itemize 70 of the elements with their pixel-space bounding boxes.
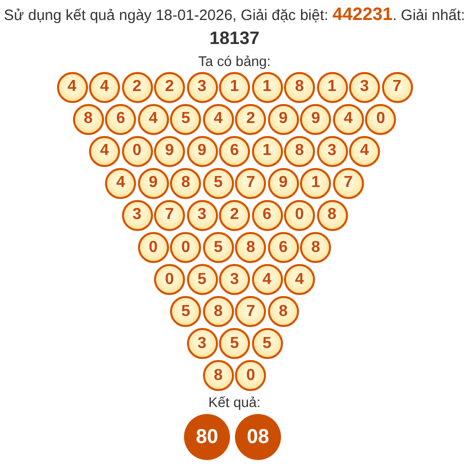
number-ball: 3 (186, 200, 218, 231)
number-ball: 7 (154, 200, 185, 231)
number-ball: 9 (268, 168, 299, 199)
number-ball: 2 (235, 104, 266, 135)
number-ball: 8 (235, 232, 266, 263)
number-ball: 8 (202, 360, 234, 392)
number-ball: 2 (154, 72, 185, 102)
number-ball: 4 (89, 72, 120, 102)
result-heading: Kết quả: (208, 394, 261, 411)
number-ball: 4 (138, 104, 169, 135)
table-caption: Ta có bảng: (198, 53, 271, 70)
number-ball: 1 (316, 72, 348, 102)
number-ball: 4 (332, 104, 364, 135)
number-ball: 3 (316, 136, 348, 167)
number-ball: 4 (349, 136, 380, 167)
number-ball: 6 (219, 136, 250, 167)
number-ball: 0 (122, 136, 152, 167)
result-ball: 08 (235, 414, 281, 460)
number-ball: 7 (235, 296, 266, 328)
number-ball: 9 (268, 104, 299, 135)
number-ball: 6 (268, 232, 299, 263)
number-ball: 8 (284, 72, 315, 102)
result-ball: 80 (184, 414, 230, 460)
number-ball: 4 (202, 104, 234, 135)
number-ball: 3 (186, 72, 218, 102)
number-ball: 2 (219, 200, 250, 231)
number-ball: 7 (332, 168, 364, 199)
number-ball: 5 (186, 264, 218, 296)
number-ball: 0 (170, 232, 202, 263)
number-ball: 3 (219, 264, 250, 296)
number-ball: 4 (56, 72, 88, 102)
number-ball: 5 (219, 328, 250, 360)
number-ball: 1 (300, 168, 332, 199)
number-ball: 0 (235, 360, 266, 392)
number-ball: 5 (170, 104, 202, 135)
number-ball: 9 (186, 136, 218, 167)
number-ball: 1 (252, 136, 282, 167)
number-ball: 5 (170, 296, 202, 328)
number-ball: 1 (219, 72, 250, 102)
number-ball: 6 (105, 104, 136, 135)
number-ball: 7 (235, 168, 266, 199)
number-ball: 5 (202, 168, 234, 199)
number-ball: 3 (186, 328, 218, 360)
number-ball: 5 (202, 232, 234, 263)
number-ball: 8 (316, 200, 348, 231)
number-ball: 8 (268, 296, 299, 328)
number-ball: 9 (154, 136, 185, 167)
number-ball: 5 (252, 328, 282, 360)
number-ball: 8 (300, 232, 332, 263)
number-ball: 3 (122, 200, 152, 231)
number-ball: 4 (252, 264, 282, 296)
number-ball: 7 (382, 72, 412, 102)
heading: Sử dụng kết quả ngày 18-01-2026, Giải đặc biệt: 442231. Giải nhất: 18137 (2, 3, 466, 50)
number-ball: 0 (154, 264, 185, 296)
number-ball: 2 (122, 72, 152, 102)
number-ball: 8 (284, 136, 315, 167)
number-ball: 0 (138, 232, 169, 263)
number-ball: 8 (72, 104, 104, 135)
number-ball: 1 (252, 72, 282, 102)
number-ball: 4 (105, 168, 136, 199)
number-ball: 9 (138, 168, 169, 199)
number-ball: 4 (284, 264, 315, 296)
number-ball: 8 (202, 296, 234, 328)
number-ball: 0 (284, 200, 315, 231)
number-ball: 4 (89, 136, 120, 167)
number-ball: 3 (349, 72, 380, 102)
number-ball: 8 (170, 168, 202, 199)
number-ball: 6 (252, 200, 282, 231)
number-ball: 9 (300, 104, 332, 135)
number-ball: 0 (365, 104, 396, 135)
